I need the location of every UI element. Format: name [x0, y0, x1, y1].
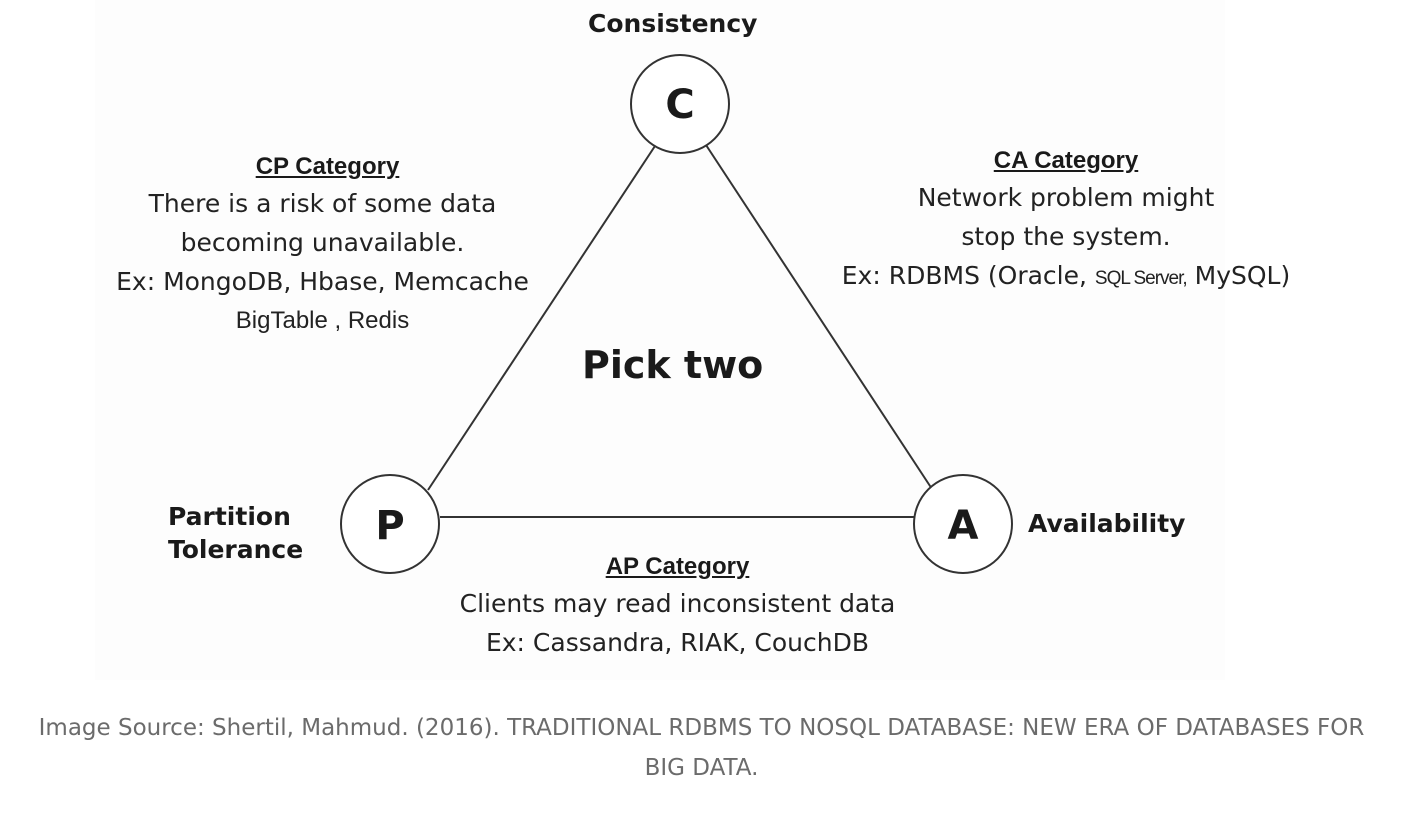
ap-line2: Ex: Cassandra, RIAK, CouchDB: [485, 628, 870, 657]
cp-line4: BigTable , Redis: [235, 307, 410, 334]
ca-line3: Ex: RDBMS (Oracle, SQL Server, MySQL): [818, 256, 1314, 298]
node-p-letter: P: [375, 503, 404, 549]
ca-line3-sql-server: SQL Server,: [1094, 268, 1188, 289]
node-p: P: [340, 474, 440, 574]
partition-label-line2: Tolerance: [168, 535, 304, 564]
ap-line1: Clients may read inconsistent data: [459, 589, 896, 618]
ap-category-block: AP Category Clients may read inconsisten…: [420, 550, 935, 662]
ca-line3-suffix: MySQL): [1186, 261, 1291, 290]
consistency-label: Consistency: [588, 9, 758, 38]
cp-line3: Ex: MongoDB, Hbase, Memcache: [116, 267, 529, 296]
partition-tolerance-label: Partition Tolerance: [168, 500, 303, 566]
cap-triangle-diagram: C P A: [340, 54, 1013, 574]
node-a-letter: A: [948, 503, 979, 549]
node-a: A: [913, 474, 1013, 574]
image-source-caption: Image Source: Shertil, Mahmud. (2016). T…: [0, 708, 1403, 788]
cp-line1: There is a risk of some data: [148, 189, 497, 218]
edge-c-p: [427, 145, 656, 491]
availability-label: Availability: [1028, 509, 1186, 538]
edge-c-a: [705, 144, 933, 490]
node-c-letter: C: [665, 82, 694, 128]
ca-category-block: CA Category Network problem might stop t…: [818, 144, 1314, 298]
cp-category-block: CP Category There is a risk of some data…: [90, 150, 555, 340]
node-c: C: [630, 54, 730, 154]
caption-line2: BIG DATA.: [644, 755, 759, 781]
ca-line1: Network problem might: [917, 183, 1215, 212]
cp-line2: becoming unavailable.: [180, 228, 465, 257]
caption-line1: Image Source: Shertil, Mahmud. (2016). T…: [38, 715, 1365, 741]
pick-two-label: Pick two: [582, 343, 764, 387]
ap-heading: AP Category: [605, 553, 750, 580]
ca-line2: stop the system.: [961, 222, 1171, 251]
partition-label-line1: Partition: [168, 502, 291, 531]
ca-heading: CA Category: [993, 147, 1139, 174]
cp-heading: CP Category: [255, 153, 400, 180]
ca-line3-prefix: Ex: RDBMS (Oracle,: [841, 261, 1095, 290]
